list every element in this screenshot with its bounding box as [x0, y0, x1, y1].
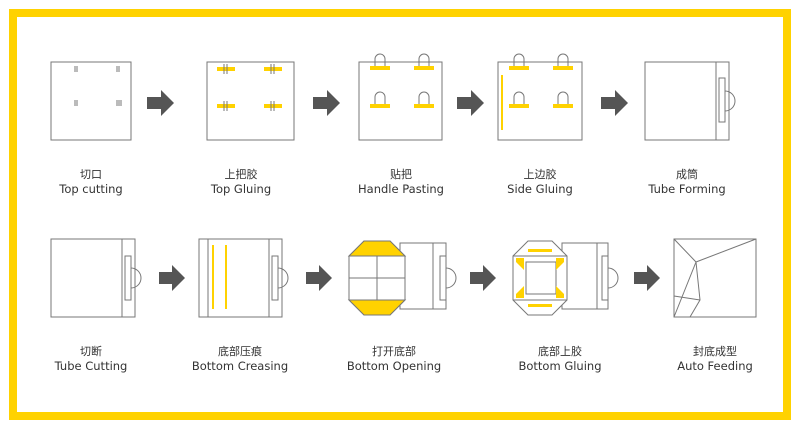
step-3-handle-pasting-graphic	[358, 53, 443, 141]
arrow-icon	[601, 90, 628, 116]
step-8-bottom-opening-graphic	[347, 240, 457, 316]
arrow-icon	[470, 265, 496, 291]
step-7-bottom-creasing-graphic	[198, 238, 289, 318]
step-label-en: Bottom Creasing	[191, 359, 289, 373]
step-label-zh: 底部压痕	[218, 345, 262, 358]
step-5-tube-forming-graphic	[644, 61, 736, 141]
step-caption: 封底成型 Auto Feeding	[640, 345, 790, 374]
step-caption: 成筒 Tube Forming	[612, 168, 762, 197]
step-caption: 贴把 Handle Pasting	[326, 168, 476, 197]
arrow-icon	[634, 265, 660, 291]
outer-border	[9, 9, 791, 420]
step-label-en: Tube Forming	[648, 182, 726, 196]
step-caption: 底部上胶 Bottom Gluing	[485, 345, 635, 374]
step-caption: 打开底部 Bottom Opening	[319, 345, 469, 374]
step-label-zh: 打开底部	[372, 345, 416, 358]
step-label-zh: 切断	[80, 345, 102, 358]
step-2-top-gluing-graphic	[206, 61, 295, 141]
arrow-icon	[457, 90, 484, 116]
step-caption: 上边胶 Side Gluing	[465, 168, 615, 197]
step-label-en: Top Gluing	[210, 182, 272, 196]
arrow-icon	[306, 265, 332, 291]
step-label-zh: 上把胶	[224, 168, 258, 181]
step-label-zh: 上边胶	[523, 168, 557, 181]
step-10-auto-feeding-graphic	[673, 238, 757, 318]
step-label-zh: 底部上胶	[538, 345, 582, 358]
arrow-icon	[313, 90, 340, 116]
step-4-side-gluing-graphic	[497, 53, 583, 141]
step-caption: 切口 Top cutting	[16, 168, 166, 197]
step-label-en: Bottom Gluing	[518, 359, 602, 373]
step-label-en: Bottom Opening	[346, 359, 442, 373]
step-caption: 上把胶 Top Gluing	[166, 168, 316, 197]
step-label-en: Handle Pasting	[358, 182, 444, 196]
step-1-top-cutting-graphic	[50, 61, 132, 141]
step-label-zh: 成筒	[676, 168, 698, 181]
step-caption: 切断 Tube Cutting	[16, 345, 166, 374]
step-label-en: Side Gluing	[507, 182, 573, 196]
step-label-en: Top cutting	[59, 182, 123, 196]
step-label-en: Tube Cutting	[54, 359, 128, 373]
step-caption: 底部压痕 Bottom Creasing	[165, 345, 315, 374]
step-9-bottom-gluing-graphic	[512, 240, 619, 316]
step-label-en: Auto Feeding	[677, 359, 753, 373]
step-label-zh: 贴把	[390, 168, 412, 181]
step-label-zh: 封底成型	[693, 345, 737, 358]
arrow-icon	[147, 90, 174, 116]
step-6-tube-cutting-graphic	[50, 238, 142, 318]
step-label-zh: 切口	[80, 168, 102, 181]
arrow-icon	[159, 265, 185, 291]
